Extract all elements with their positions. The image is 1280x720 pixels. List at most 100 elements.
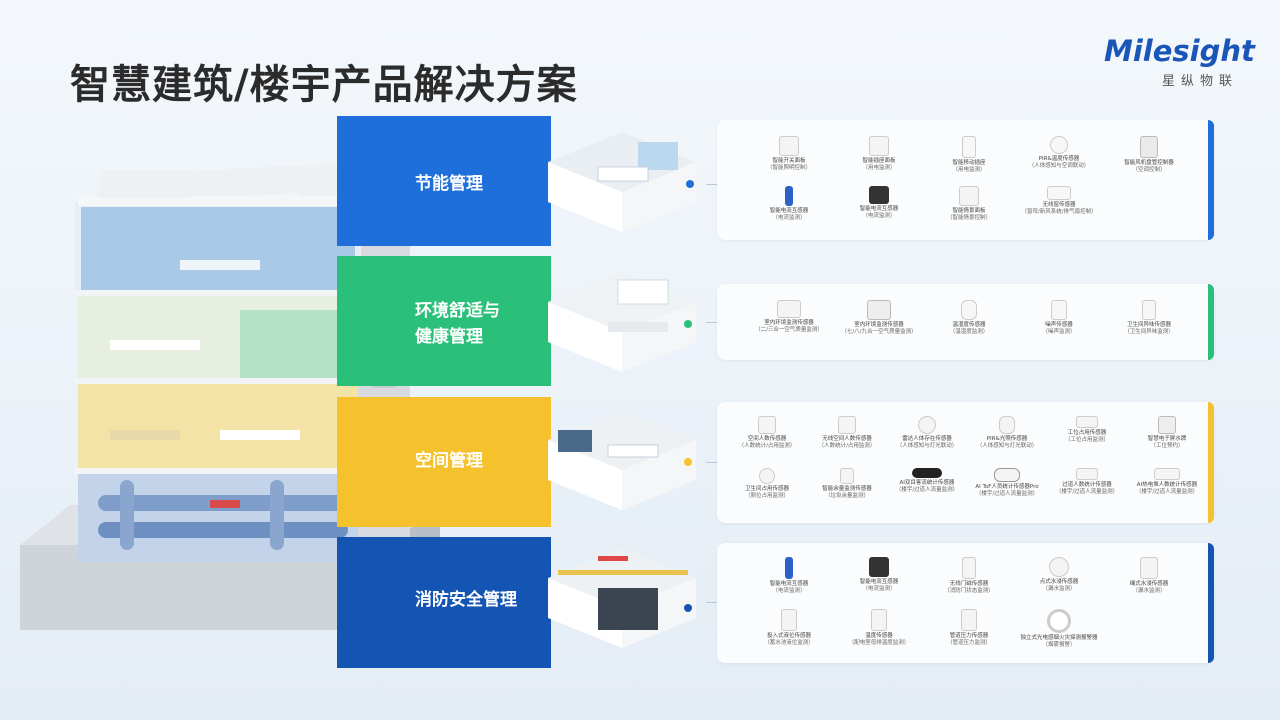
smoke-detector-icon bbox=[1047, 609, 1071, 633]
fire-safety-accent-bar bbox=[1208, 543, 1214, 663]
product-name: AI双目客流统计传感器 bbox=[899, 480, 955, 486]
category-fire-safety[interactable]: 消防安全管理 bbox=[337, 537, 551, 668]
bin-level-sensor-icon bbox=[840, 468, 854, 484]
product-item[interactable]: AI双目客流统计传感器 （楼宇/过道人流量监测） bbox=[877, 468, 977, 494]
product-item[interactable]: 卫生间占用传感器 （厕位占用监测） bbox=[717, 468, 817, 500]
smart-switch-icon bbox=[779, 136, 799, 156]
product-item[interactable]: 过道人数统计传感器 （楼宇/过道人流量监测） bbox=[1037, 468, 1137, 496]
level-sensor-icon bbox=[781, 609, 797, 631]
water-leak-sensor-icon bbox=[1049, 557, 1069, 577]
product-use: （楼宇/过道人流量监测） bbox=[895, 487, 959, 493]
product-name: AI ToF人员统计传感器Pro bbox=[975, 484, 1039, 490]
category-energy-management[interactable]: 节能管理 bbox=[337, 116, 551, 246]
product-name: 智能风机盘管控制器 bbox=[1124, 160, 1174, 166]
workspace-scene-image bbox=[548, 410, 696, 510]
category-space-label: 空间管理 bbox=[415, 451, 483, 471]
mobile-plug-icon bbox=[962, 136, 976, 158]
product-item[interactable]: 智能开关面板 （智能照明控制） bbox=[739, 136, 839, 172]
product-name: 室内环境监测传感器 bbox=[764, 320, 814, 326]
product-use: （电流监测） bbox=[862, 213, 896, 219]
product-item[interactable]: 智能风机盘管控制器 （空调控制） bbox=[1099, 136, 1199, 174]
product-item[interactable]: AI热电堆人数统计传感器 （楼宇/过道人流量监测） bbox=[1117, 468, 1217, 496]
product-use: （人数统计/占用监测） bbox=[738, 443, 796, 449]
product-item[interactable]: 无线空间人数传感器 （人数统计/占用监测） bbox=[797, 416, 897, 450]
product-item[interactable]: 无线门磁传感器 （消防门状态监测） bbox=[919, 557, 1019, 595]
product-item[interactable]: 智能电流互感器 （电流监测） bbox=[829, 186, 929, 220]
pressure-sensor-icon bbox=[961, 609, 977, 631]
product-use: （管道压力监测） bbox=[946, 640, 991, 646]
product-item[interactable]: 温度传感器 （配电室母排温度监测） bbox=[829, 609, 929, 647]
product-item[interactable]: 智能电流互感器 （电流监测） bbox=[739, 186, 839, 222]
product-use: （温湿度监测） bbox=[949, 329, 989, 335]
product-use: （用电监测） bbox=[862, 165, 896, 171]
product-item[interactable]: 空间人数传感器 （人数统计/占用监测） bbox=[717, 416, 817, 450]
product-name: 噪声传感器 bbox=[1045, 322, 1073, 328]
product-item[interactable]: 卫生间异味传感器 （卫生间异味监测） bbox=[1099, 300, 1199, 336]
product-item[interactable]: 智能电流互感器 （电流监测） bbox=[739, 557, 839, 595]
product-item[interactable]: PIR&光照传感器 （人体感知与灯光联动） bbox=[957, 416, 1057, 450]
product-item[interactable]: 智慧电子屏水牌 （工位预约） bbox=[1117, 416, 1217, 450]
smart-socket-icon bbox=[869, 136, 889, 156]
category-environment-label-line2: 健康管理 bbox=[415, 327, 483, 347]
product-name: 绳式水浸传感器 bbox=[1129, 581, 1169, 587]
pir-sensor-icon bbox=[1050, 136, 1068, 154]
product-item[interactable]: 智能余量监测传感器 （垃圾余量监测） bbox=[797, 468, 897, 500]
space-products-panel: 空间人数传感器 （人数统计/占用监测） 无线空间人数传感器 （人数统计/占用监测… bbox=[717, 402, 1214, 523]
product-name: 点式水浸传感器 bbox=[1039, 579, 1079, 585]
window-sensor-icon bbox=[1047, 186, 1071, 200]
brand-logo: Milesight 星纵物联 bbox=[1104, 34, 1255, 89]
product-item[interactable]: 智能电流互感器 （电流监测） bbox=[829, 557, 929, 593]
product-name: 无线门磁传感器 bbox=[949, 581, 989, 587]
product-use: （噪声监测） bbox=[1042, 329, 1076, 335]
product-item[interactable]: PIR&温度传感器 （人体感知与空调联动） bbox=[1009, 136, 1109, 170]
product-use: （智能照明控制） bbox=[766, 165, 811, 171]
product-item[interactable]: 智能移动插座 （用电监测） bbox=[919, 136, 1019, 174]
product-item[interactable]: 点式水浸传感器 （漏水监测） bbox=[1009, 557, 1109, 593]
current-transformer-icon bbox=[785, 186, 793, 206]
product-item[interactable]: 无线窗传感器 （窗帘/新风系统/排气扇控制） bbox=[1009, 186, 1109, 216]
product-item[interactable]: 投入式液位传感器 （蓄水池液位监测） bbox=[739, 609, 839, 647]
product-item[interactable]: 智能插座面板 （用电监测） bbox=[829, 136, 929, 172]
brand-subtitle: 星纵物联 bbox=[1162, 74, 1239, 89]
air-quality-sensor-icon bbox=[777, 300, 801, 318]
product-item[interactable]: 室内环境监测传感器 （二/三合一空气质量监测） bbox=[739, 300, 839, 334]
product-name: 室内环境监测传感器 bbox=[854, 322, 904, 328]
restroom-occupancy-icon bbox=[759, 468, 775, 484]
category-space-management[interactable]: 空间管理 bbox=[337, 397, 551, 527]
category-energy-label: 节能管理 bbox=[415, 174, 483, 194]
product-name: PIR&光照传感器 bbox=[986, 436, 1028, 442]
category-environment-health[interactable]: 环境舒适与 健康管理 bbox=[337, 256, 551, 386]
product-name: 卫生间占用传感器 bbox=[744, 486, 789, 492]
product-use: （窗帘/新风系统/排气扇控制） bbox=[1021, 209, 1097, 215]
product-item[interactable]: AI ToF人员统计传感器Pro （楼宇/过道人流量监测） bbox=[957, 468, 1057, 498]
product-name: 温湿度传感器 bbox=[952, 322, 986, 328]
product-item[interactable]: 绳式水浸传感器 （漏水监测） bbox=[1099, 557, 1199, 595]
air-quality-sensor-icon bbox=[867, 300, 891, 320]
product-use: （垃圾余量监测） bbox=[824, 493, 869, 499]
product-item[interactable]: 智能情景面板 （智能情景控制） bbox=[919, 186, 1019, 222]
environment-accent-bar bbox=[1208, 284, 1214, 360]
product-use: （二/三合一空气质量监测） bbox=[755, 327, 823, 333]
ai-binocular-counter-icon bbox=[912, 468, 942, 478]
product-use: （漏水监测） bbox=[1132, 588, 1166, 594]
product-item[interactable]: 室内环境监测传感器 （七/八/九合一空气质量监测） bbox=[829, 300, 929, 336]
product-use: （楼宇/过道人流量监测） bbox=[975, 491, 1039, 497]
product-item[interactable]: 工位占用传感器 （工位占用监测） bbox=[1037, 416, 1137, 444]
product-name: 智能开关面板 bbox=[772, 158, 806, 164]
product-use: （楼宇/过道人流量监测） bbox=[1055, 489, 1119, 495]
people-counter-icon bbox=[758, 416, 776, 434]
product-item[interactable]: 温湿度传感器 （温湿度监测） bbox=[919, 300, 1019, 336]
product-item[interactable]: 雷达人体存在传感器 （人体感知与灯光联动） bbox=[877, 416, 977, 450]
product-use: （配电室母排温度监测） bbox=[848, 640, 910, 646]
environment-products-panel: 室内环境监测传感器 （二/三合一空气质量监测） 室内环境监测传感器 （七/八/九… bbox=[717, 284, 1214, 360]
energy-products-panel: 智能开关面板 （智能照明控制） 智能插座面板 （用电监测） 智能移动插座 （用电… bbox=[717, 120, 1214, 240]
door-contact-icon bbox=[962, 557, 976, 579]
fan-coil-controller-icon bbox=[1140, 136, 1158, 158]
product-use: （厕位占用监测） bbox=[744, 493, 789, 499]
product-item[interactable]: 噪声传感器 （噪声监测） bbox=[1009, 300, 1109, 336]
product-name: 无线空间人数传感器 bbox=[822, 436, 872, 442]
product-item[interactable]: 独立式光电感烟火灾探测报警器 （烟雾报警） bbox=[1009, 609, 1109, 649]
rope-leak-sensor-icon bbox=[1140, 557, 1158, 579]
product-item[interactable]: 管道压力传感器 （管道压力监测） bbox=[919, 609, 1019, 647]
server-room-scene-image bbox=[548, 548, 696, 648]
